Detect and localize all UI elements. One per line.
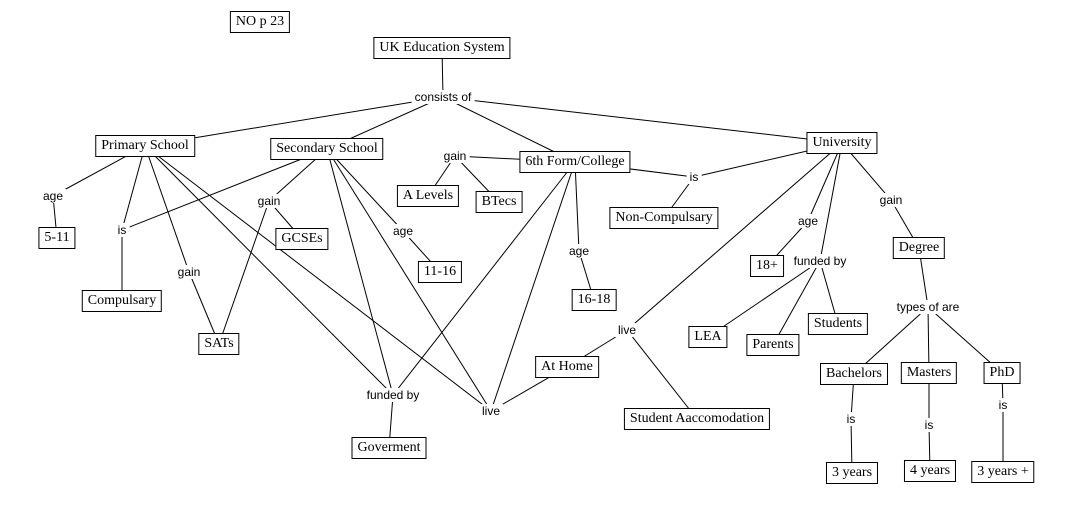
concept-3-years[interactable]: 3 years	[825, 462, 879, 484]
connector-typesof-bachelors	[853, 306, 929, 375]
link-is-phd[interactable]: is	[995, 398, 1011, 412]
connector-gainPri-sats	[188, 271, 220, 345]
link-types-of-are[interactable]: types of are	[893, 300, 963, 314]
concept-secondary-school[interactable]: Secondary School	[270, 138, 384, 160]
link-is-masters[interactable]: is	[921, 418, 937, 432]
connector-primary-isPri	[121, 145, 146, 231]
concept-18-plus[interactable]: 18+	[750, 255, 784, 277]
connector-secondary-ageSec	[326, 148, 404, 232]
concept-6th-form-college[interactable]: 6th Form/College	[519, 151, 631, 173]
link-age-secondary[interactable]: age	[389, 224, 417, 238]
concept-at-home[interactable]: At Home	[535, 356, 599, 378]
link-funded-by-goverment[interactable]: funded by	[363, 388, 423, 402]
concept-phd[interactable]: PhD	[983, 362, 1021, 384]
concept-4-years[interactable]: 4 years	[903, 460, 957, 482]
concept-sats[interactable]: SATs	[198, 333, 240, 355]
concept-lea[interactable]: LEA	[688, 326, 728, 348]
concept-5-11[interactable]: 5-11	[38, 227, 76, 249]
concept-11-16[interactable]: 11-16	[417, 261, 463, 283]
connector-primary-gainPri	[144, 145, 190, 273]
link-age-university[interactable]: age	[794, 214, 822, 228]
concept-primary-school[interactable]: Primary School	[95, 135, 195, 157]
concept-student-aaccomodation[interactable]: Student Aaccomodation	[623, 408, 771, 430]
link-live-main[interactable]: live	[478, 404, 504, 418]
connector-sixth-age6	[574, 161, 580, 252]
connector-sixth-fundGov	[392, 161, 576, 396]
connector-fundUni-lea	[707, 260, 821, 338]
concept-btecs[interactable]: BTecs	[475, 191, 523, 213]
concept-3-years-plus[interactable]: 3 years +	[971, 461, 1035, 483]
link-age-6th-form[interactable]: age	[565, 244, 593, 258]
link-is-compulsary[interactable]: is	[114, 223, 130, 237]
link-live-university[interactable]: live	[614, 323, 640, 337]
link-gain-university[interactable]: gain	[876, 193, 906, 207]
concept-students[interactable]: Students	[807, 313, 869, 335]
link-consists-of[interactable]: consists of	[411, 90, 475, 104]
connector-secondary-isPri	[121, 148, 328, 231]
concept-compulsary[interactable]: Compulsary	[81, 290, 163, 312]
connector-fundUni-parents	[772, 260, 821, 346]
concept-parents[interactable]: Parents	[746, 334, 800, 356]
link-gain-6th-form[interactable]: gain	[440, 149, 470, 163]
concept-uk-education-system[interactable]: UK Education System	[373, 37, 511, 59]
connector-secondary-fundGov	[326, 148, 394, 396]
connector-university-fundUni	[819, 142, 843, 262]
connector-university-liveUni	[626, 142, 843, 331]
concept-a-levels[interactable]: A Levels	[396, 185, 460, 207]
link-age-primary[interactable]: age	[39, 189, 67, 203]
connector-university-ageUni	[807, 142, 843, 222]
connector-primary-liveMain	[144, 145, 492, 412]
link-gain-primary[interactable]: gain	[174, 265, 204, 279]
concept-goverment[interactable]: Goverment	[351, 437, 427, 459]
connector-secondary-liveMain	[326, 148, 492, 412]
concept-gcses[interactable]: GCSEs	[275, 228, 329, 250]
concept-bachelors[interactable]: Bachelors	[820, 363, 888, 385]
concept-non-compulsary[interactable]: Non-Compulsary	[609, 207, 719, 229]
connector-sixth-liveMain	[490, 161, 576, 412]
concept-masters[interactable]: Masters	[900, 362, 958, 384]
link-is-non-compulsary[interactable]: is	[686, 170, 702, 184]
link-is-bachelors[interactable]: is	[843, 412, 859, 426]
connector-primary-fundGov	[144, 145, 394, 396]
concept-16-18[interactable]: 16-18	[571, 289, 617, 311]
link-gain-secondary[interactable]: gain	[254, 194, 284, 208]
link-funded-by-university[interactable]: funded by	[790, 254, 850, 268]
concept-university[interactable]: University	[806, 132, 878, 154]
connector-liveUni-studentacc	[626, 329, 698, 420]
connector-consists-university	[442, 96, 843, 144]
concept-degree[interactable]: Degree	[892, 237, 946, 259]
connector-gainSec-sats	[218, 200, 270, 345]
note-label[interactable]: NO p 23	[229, 11, 291, 33]
